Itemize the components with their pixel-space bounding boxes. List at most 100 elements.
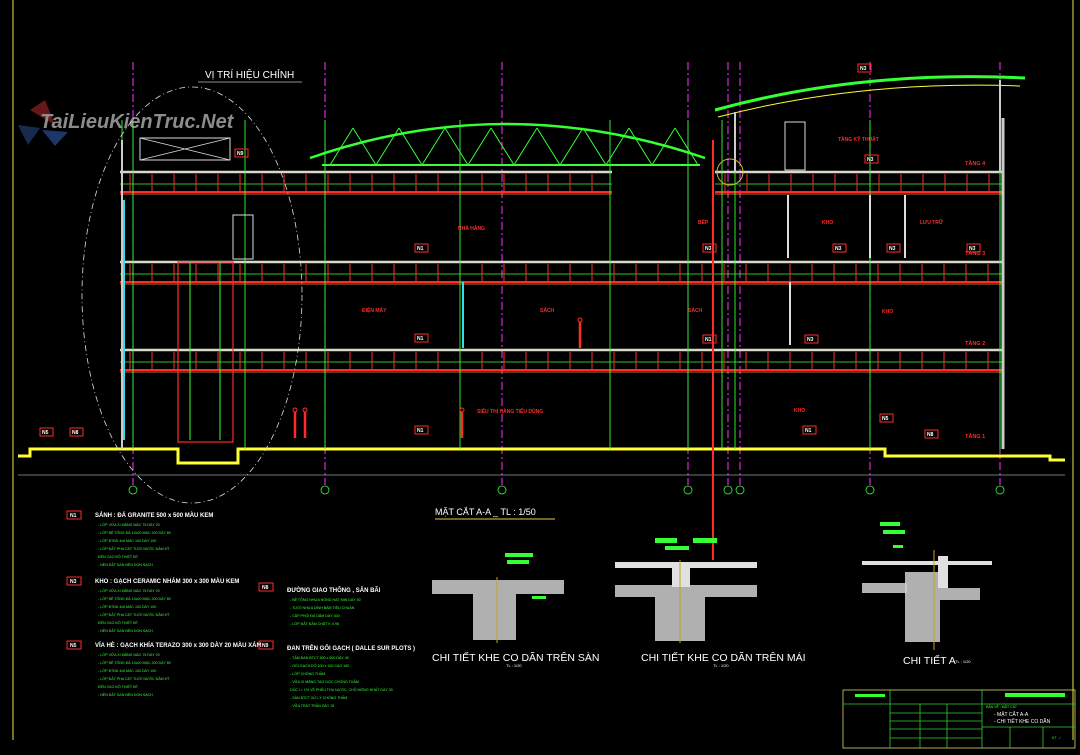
tag-box	[924, 429, 939, 439]
truss-web	[375, 127, 400, 166]
note-n3: N3	[66, 576, 82, 586]
tag-box	[886, 243, 901, 253]
room-books: SÁCH	[540, 307, 555, 314]
tag-label: N3	[867, 157, 874, 163]
finish-tag: N5	[39, 427, 54, 437]
detail-a-marker	[716, 158, 744, 186]
level-3: TẦNG 3	[965, 250, 985, 257]
finish-tag: N3	[857, 63, 872, 73]
note-line: - TƯỚI NHỰA DÍNH BÁM TIÊU CHUẨN	[290, 605, 355, 610]
finish-tag: N1	[414, 243, 429, 253]
note-line: - LỚP BTĐÁ 4x6 MÁC 100 DÀY 100	[98, 604, 156, 609]
tag-box	[804, 334, 819, 344]
note-line: - LỚP VỮA XI MĂNG MÁC 75 DÀY 20	[98, 522, 160, 527]
note-line: - LỚP VỮA XI MĂNG MÁC 75 DÀY 20	[98, 588, 160, 593]
grid-bubble	[128, 485, 138, 495]
note-line: - LỚP BÊ TÔNG ĐÁ 10x20 MÁC 200 DÀY 80	[98, 596, 171, 601]
tag-label: N3	[889, 246, 896, 252]
level-1: TẦNG 1	[965, 433, 985, 440]
tag-box	[802, 425, 817, 435]
finish-tag: N3	[832, 243, 847, 253]
finish-tag: N8	[69, 427, 84, 437]
note-line: - VỮA XI MĂNG TẠO DỐC CHỐNG THẤM	[290, 679, 359, 684]
grid-bubble	[723, 485, 733, 495]
title-block	[842, 689, 1076, 749]
truss-web	[421, 127, 446, 166]
truss-web	[674, 127, 699, 166]
tag-label: N1	[705, 337, 712, 343]
note-line: ĐẾN CAO ĐỘ THIẾT KẾ	[98, 620, 138, 625]
note-line: - LỚP ĐẤT ĐẦM CHẶT K 0.98	[290, 621, 339, 626]
note-line: - CẤP PHỐI ĐÁ DĂM DÀY 300	[290, 613, 340, 618]
tag-box	[414, 333, 429, 343]
note-n1: N1	[66, 510, 82, 520]
detail-scale: TL : 1/20	[506, 663, 522, 668]
detail-roof-joint: CHI TIẾT KHE CO DÃN TRÊN MÁI TL : 1/20	[615, 538, 806, 668]
section-structure	[18, 62, 1065, 560]
truss-web	[559, 127, 584, 166]
room-archive: LƯU TRỮ	[920, 219, 944, 226]
truss-web	[444, 127, 469, 166]
detail-floor-joint: CHI TIẾT KHE CO DÃN TRÊN SÀN TL : 1/20	[432, 553, 599, 668]
note-code: N8	[262, 585, 269, 591]
note-n8: N8	[258, 582, 274, 592]
callout-label: VỊ TRÍ HIỆU CHỈNH	[205, 68, 294, 81]
note-line: ĐẾN CAO ĐỘ THIẾT KẾ	[98, 684, 138, 689]
tag-label: N1	[417, 246, 424, 252]
note-code: N1	[70, 513, 77, 519]
detail-scale: TL : 1/20	[955, 659, 971, 664]
truss-web	[398, 127, 423, 166]
finish-tag: N3	[804, 334, 819, 344]
finish-tag: N5	[879, 413, 894, 423]
truss-web	[352, 127, 377, 166]
note-line: - LỚP CHỐNG THẤM	[290, 671, 325, 676]
note-title: SẢNH : ĐÁ GRANITE 500 x 500 MÀU KEM	[95, 512, 213, 519]
tag-box	[857, 63, 872, 73]
truss-web	[536, 127, 561, 166]
door	[232, 214, 254, 260]
ground-line	[18, 447, 1065, 465]
watermark-text: TaiLieuKienTruc.Net	[40, 111, 235, 133]
room-books-2: SÁCH	[688, 307, 703, 314]
note-line: - LỚP ĐẤT PHA CÁT TƯỚI NƯỚC ĐẦM KỸ	[98, 612, 170, 617]
tag-label: N1	[417, 428, 424, 434]
note-line: DỐC i = 1% VỀ PHỄU THU NƯỚC, CHỖ MỎNG NH…	[290, 687, 393, 692]
note-code-box	[66, 510, 82, 520]
finish-tag: N1	[802, 425, 817, 435]
title-block-sheet: KT - /	[1052, 736, 1061, 740]
tag-box	[879, 413, 894, 423]
tag-box	[864, 154, 879, 164]
room-storage-2: KHO	[882, 309, 893, 315]
room-storage-1: KHO	[794, 408, 805, 414]
note-n9: N9	[258, 640, 274, 650]
level-2: TẦNG 2	[965, 340, 985, 347]
note-line: - LỚP BTĐÁ 4x6 MÁC 100 DÀY 100	[98, 668, 156, 673]
billboard-frame	[139, 137, 231, 161]
tag-label: N3	[705, 246, 712, 252]
title-block-drawing-label: BẢN VẼ : MẶT CẮT	[986, 704, 1018, 709]
section-title: MẶT CẮT A-A _ TL : 1/50	[435, 507, 536, 517]
tag-box	[414, 425, 429, 435]
line	[139, 137, 231, 161]
tag-box	[832, 243, 847, 253]
title-block-item-2: - CHI TIẾT KHE CO DÃN	[994, 718, 1051, 725]
note-line: - LỚP ĐẤT PHA CÁT TƯỚI NƯỚC ĐẦM KỸ	[98, 676, 170, 681]
room-storage-3: KHO	[822, 220, 833, 226]
tag-label: N3	[807, 337, 814, 343]
note-line: - NỀN ĐẤT SAN NỀN DỌN SẠCH	[98, 628, 153, 633]
finish-tag: N3	[702, 243, 717, 253]
finish-tag: N8	[924, 429, 939, 439]
truss-web	[651, 127, 676, 166]
note-line: - LỚP ĐẤT PHA CÁT TƯỚI NƯỚC ĐẦM KỸ	[98, 546, 170, 551]
note-code-box	[258, 582, 274, 592]
finish-tag: N1	[414, 425, 429, 435]
tag-label: N8	[927, 432, 934, 438]
note-code-box	[66, 576, 82, 586]
curved-roof	[714, 75, 1026, 112]
note-line: ĐẾN CAO ĐỘ THIẾT KẾ	[98, 554, 138, 559]
tag-label: N8	[72, 430, 79, 436]
door	[784, 121, 806, 171]
note-line: - TẤM ĐAN BTCT 500 x 500 DÀY 40	[290, 656, 349, 660]
truss-web	[582, 127, 607, 166]
